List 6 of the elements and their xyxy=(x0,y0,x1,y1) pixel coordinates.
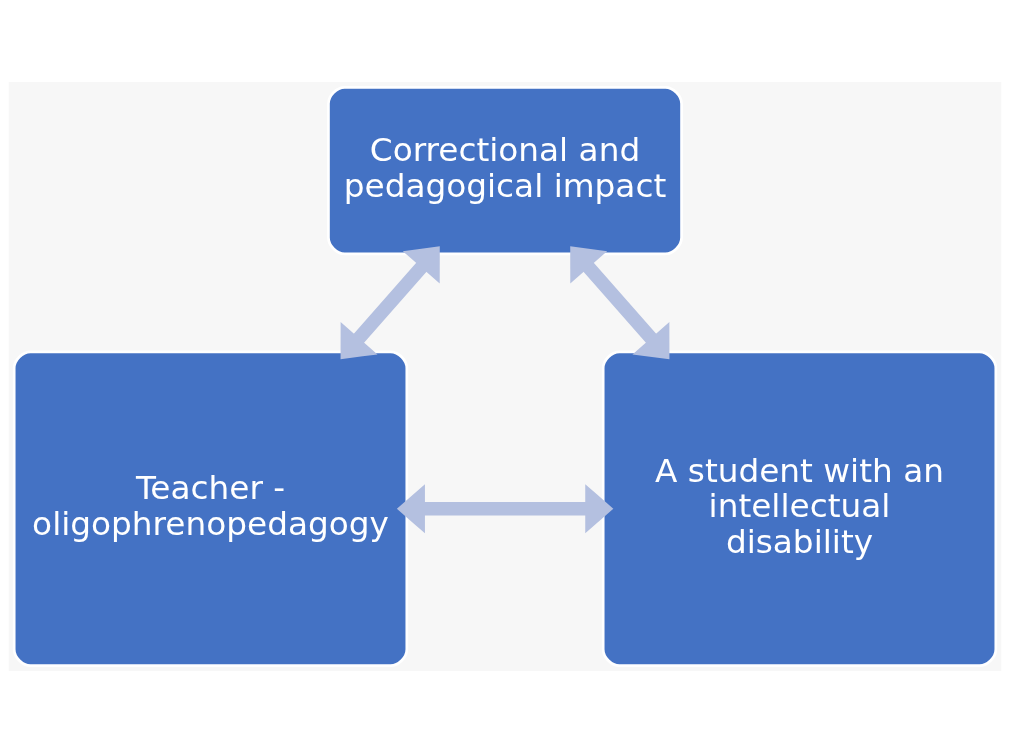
arrow xyxy=(396,483,614,533)
node-box: Correctional and pedagogical impact xyxy=(327,85,683,255)
arrow xyxy=(340,245,440,359)
arrow xyxy=(570,245,670,359)
node-box: A student with an intellectual disability xyxy=(601,350,998,667)
node-box: Teacher - oligophrenopedagogy xyxy=(12,350,409,667)
